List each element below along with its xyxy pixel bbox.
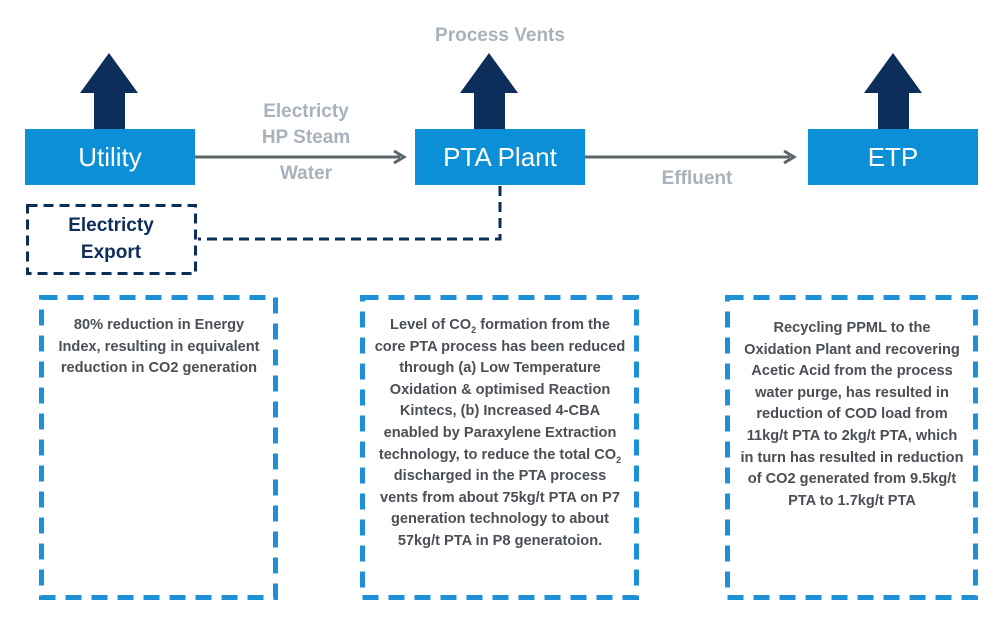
effluent-flow-label: Effluent xyxy=(661,168,733,189)
pta-to-etp-arrowhead xyxy=(783,149,797,165)
utility-node: Utility xyxy=(25,129,195,185)
etp-note-border xyxy=(725,295,978,600)
electricity-export-line2: Export xyxy=(80,242,142,263)
pta-vent-arrow xyxy=(460,53,518,130)
electricity-export-line1: Electricty xyxy=(68,215,154,236)
utility-note-border xyxy=(39,295,278,600)
electricity-export-connector xyxy=(198,186,502,241)
etp-vent-arrow xyxy=(864,53,922,130)
utility-vent-arrow xyxy=(80,53,138,130)
process-vents-label: Process Vents xyxy=(435,25,565,46)
utility-to-pta-arrowhead xyxy=(393,149,407,165)
etp-node: ETP xyxy=(808,129,978,185)
hp-steam-flow-label: HP Steam xyxy=(261,127,351,148)
electricity-flow-label: Electricty xyxy=(263,101,349,122)
pta-plant-node-label: PTA Plant xyxy=(443,141,557,172)
electricity-export-box: Electricty Export xyxy=(26,204,196,274)
utility-node-label: Utility xyxy=(78,141,142,172)
etp-node-label: ETP xyxy=(867,141,919,172)
pta-note-border xyxy=(360,295,639,600)
etp-note: Recycling PPML to the Oxidation Plant an… xyxy=(740,320,964,509)
utility-note: 80% reduction in Energy Index, resulting… xyxy=(58,317,260,377)
water-flow-label: Water xyxy=(279,163,333,184)
pta-note: Level of CO2 formation from the core PTA… xyxy=(374,317,626,549)
pta-plant-node: PTA Plant xyxy=(415,129,585,185)
electricity-export-border xyxy=(26,204,197,275)
